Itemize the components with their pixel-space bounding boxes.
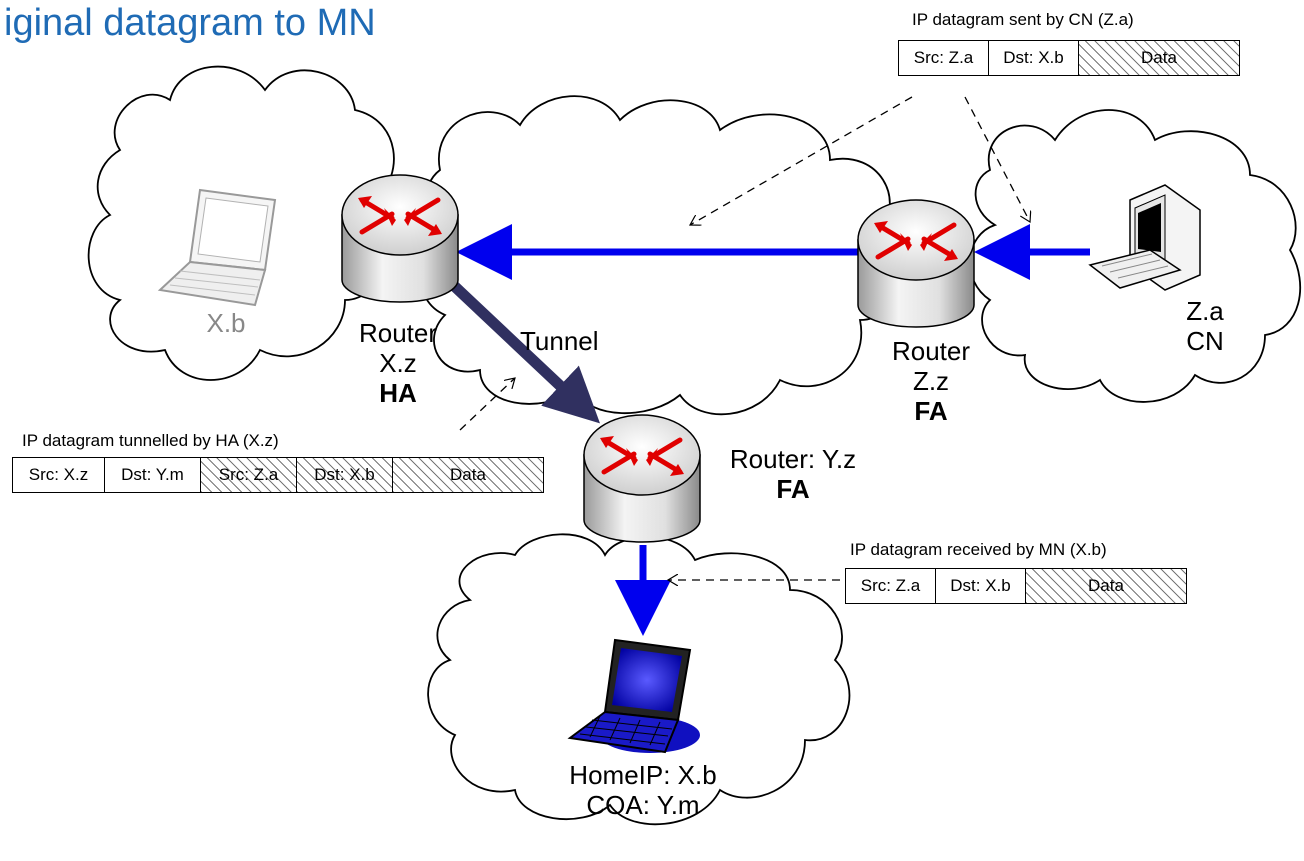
- packet-cn-caption: IP datagram sent by CN (Z.a): [912, 10, 1134, 29]
- mobile-laptop-icon: [567, 638, 700, 754]
- packet-received: Src: Z.a Dst: X.b Data: [845, 568, 1187, 604]
- packet-received-caption: IP datagram received by MN (X.b): [850, 540, 1107, 559]
- dashed-arrow-2: [964, 96, 1030, 222]
- home-address: X.b: [206, 308, 246, 338]
- dashed-arrow-1: [690, 96, 913, 225]
- packet-tunnel: Src: X.z Dst: Y.m Src: Z.a Dst: X.b Data: [12, 457, 544, 493]
- router-ha-icon: [342, 175, 458, 302]
- packet-received-src: Src: Z.a: [846, 569, 936, 603]
- mobile-home-ip: HomeIP: X.b: [569, 760, 717, 790]
- tunnel-arrow: [446, 277, 601, 424]
- packet-tunnel-outer-dst: Dst: Y.m: [105, 458, 201, 492]
- packet-tunnel-outer-src: Src: X.z: [13, 458, 105, 492]
- cn-address: Z.a: [1186, 296, 1224, 326]
- router-cn-role: FA: [914, 396, 948, 426]
- mobile-node-label: HomeIP: X.b COA: Y.m: [538, 760, 748, 820]
- packet-received-dst: Dst: X.b: [936, 569, 1026, 603]
- router-ha-line2: X.z: [379, 348, 417, 378]
- home-laptop-icon: [157, 188, 277, 307]
- router-cn-line1: Router: [891, 336, 971, 366]
- packet-cn-data: Data: [1079, 41, 1239, 75]
- router-cn-label: Router Z.z FA: [876, 336, 986, 426]
- tunnel-label: Tunnel: [520, 326, 599, 356]
- cn-label: Z.a CN: [1170, 296, 1240, 356]
- router-ha-role: HA: [379, 378, 417, 408]
- cn-role: CN: [1186, 326, 1224, 356]
- packet-cn-src: Src: Z.a: [899, 41, 989, 75]
- packet-tunnel-inner-src: Src: Z.a: [201, 458, 297, 492]
- router-fa-role: FA: [776, 474, 810, 504]
- packet-cn: Src: Z.a Dst: X.b Data: [898, 40, 1240, 76]
- packet-received-data: Data: [1026, 569, 1186, 603]
- router-ha-label: Router X.z HA: [343, 318, 453, 408]
- router-ha-line1: Router: [358, 318, 438, 348]
- router-fa-icon: [584, 415, 700, 542]
- router-fa-line1: Router: Y.z: [729, 444, 857, 474]
- router-cn-line2: Z.z: [912, 366, 950, 396]
- router-cn-icon: [858, 200, 974, 327]
- packet-tunnel-caption: IP datagram tunnelled by HA (X.z): [22, 431, 279, 450]
- packet-cn-dst: Dst: X.b: [989, 41, 1079, 75]
- cn-computer-icon: [1088, 184, 1201, 291]
- slide-title: iginal datagram to MN: [4, 2, 376, 44]
- dashed-arrow-3: [459, 378, 515, 431]
- router-fa-label: Router: Y.z FA: [708, 444, 878, 504]
- packet-tunnel-data: Data: [393, 458, 543, 492]
- mobile-coa: COA: Y.m: [586, 790, 700, 820]
- home-address-label: X.b: [191, 308, 261, 338]
- packet-tunnel-inner-dst: Dst: X.b: [297, 458, 393, 492]
